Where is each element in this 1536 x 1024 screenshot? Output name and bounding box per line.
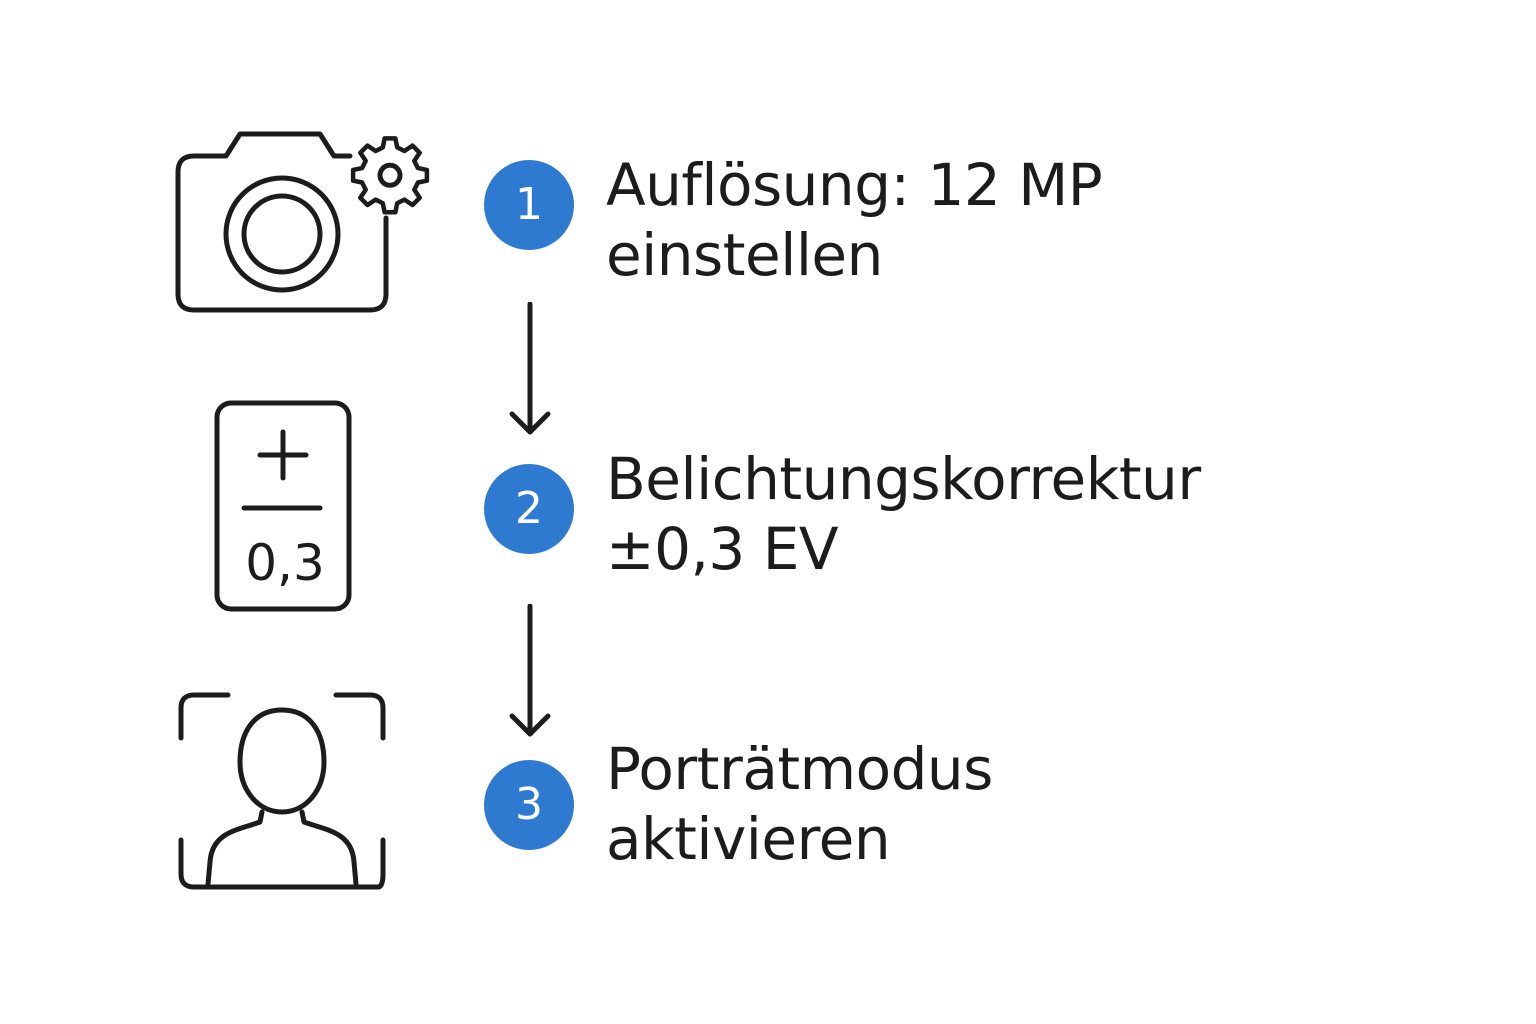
person-head xyxy=(237,707,327,815)
step-3-number: 3 xyxy=(515,779,543,830)
step-3-line-1: Porträtmodus xyxy=(606,735,993,803)
arrow-down-icon xyxy=(508,603,552,744)
step-2-badge: 2 xyxy=(484,464,574,554)
frame-corner-top-right xyxy=(333,692,386,741)
step-3-text: Porträtmodus aktivieren xyxy=(606,734,993,874)
arrow-down-icon xyxy=(508,301,552,442)
step-2-number: 2 xyxy=(515,483,543,534)
frame-corner-top-left xyxy=(178,692,231,741)
step-2-line-1: Belichtungskorrektur xyxy=(606,445,1201,513)
portrait-focus-icon xyxy=(176,690,390,894)
camera-top-outline xyxy=(191,131,353,159)
exposure-card-outline xyxy=(214,400,352,612)
step-3-line-2: aktivieren xyxy=(606,805,891,873)
step-2-text: Belichtungskorrektur ±0,3 EV xyxy=(606,444,1201,584)
camera-lens-inner xyxy=(241,193,323,275)
frame-bottom xyxy=(178,837,386,890)
exposure-compensation-icon: 0,3 xyxy=(214,400,354,614)
step-1-line-2: einstellen xyxy=(606,221,883,289)
step-1-number: 1 xyxy=(515,179,543,230)
step-1-badge: 1 xyxy=(484,160,574,250)
person-shoulder-left xyxy=(205,809,265,887)
person-shoulder-right xyxy=(299,809,359,887)
camera-body-outline xyxy=(175,153,389,313)
step-1-text: Auflösung: 12 MP einstellen xyxy=(606,150,1103,290)
camera-lens-outer xyxy=(223,175,341,293)
exposure-value-label: 0,3 xyxy=(245,534,325,592)
step-3-badge: 3 xyxy=(484,760,574,850)
gear-icon xyxy=(350,136,430,215)
step-1-line-1: Auflösung: 12 MP xyxy=(606,151,1103,219)
step-2-line-2: ±0,3 EV xyxy=(606,515,839,583)
camera-settings-icon xyxy=(170,126,440,318)
